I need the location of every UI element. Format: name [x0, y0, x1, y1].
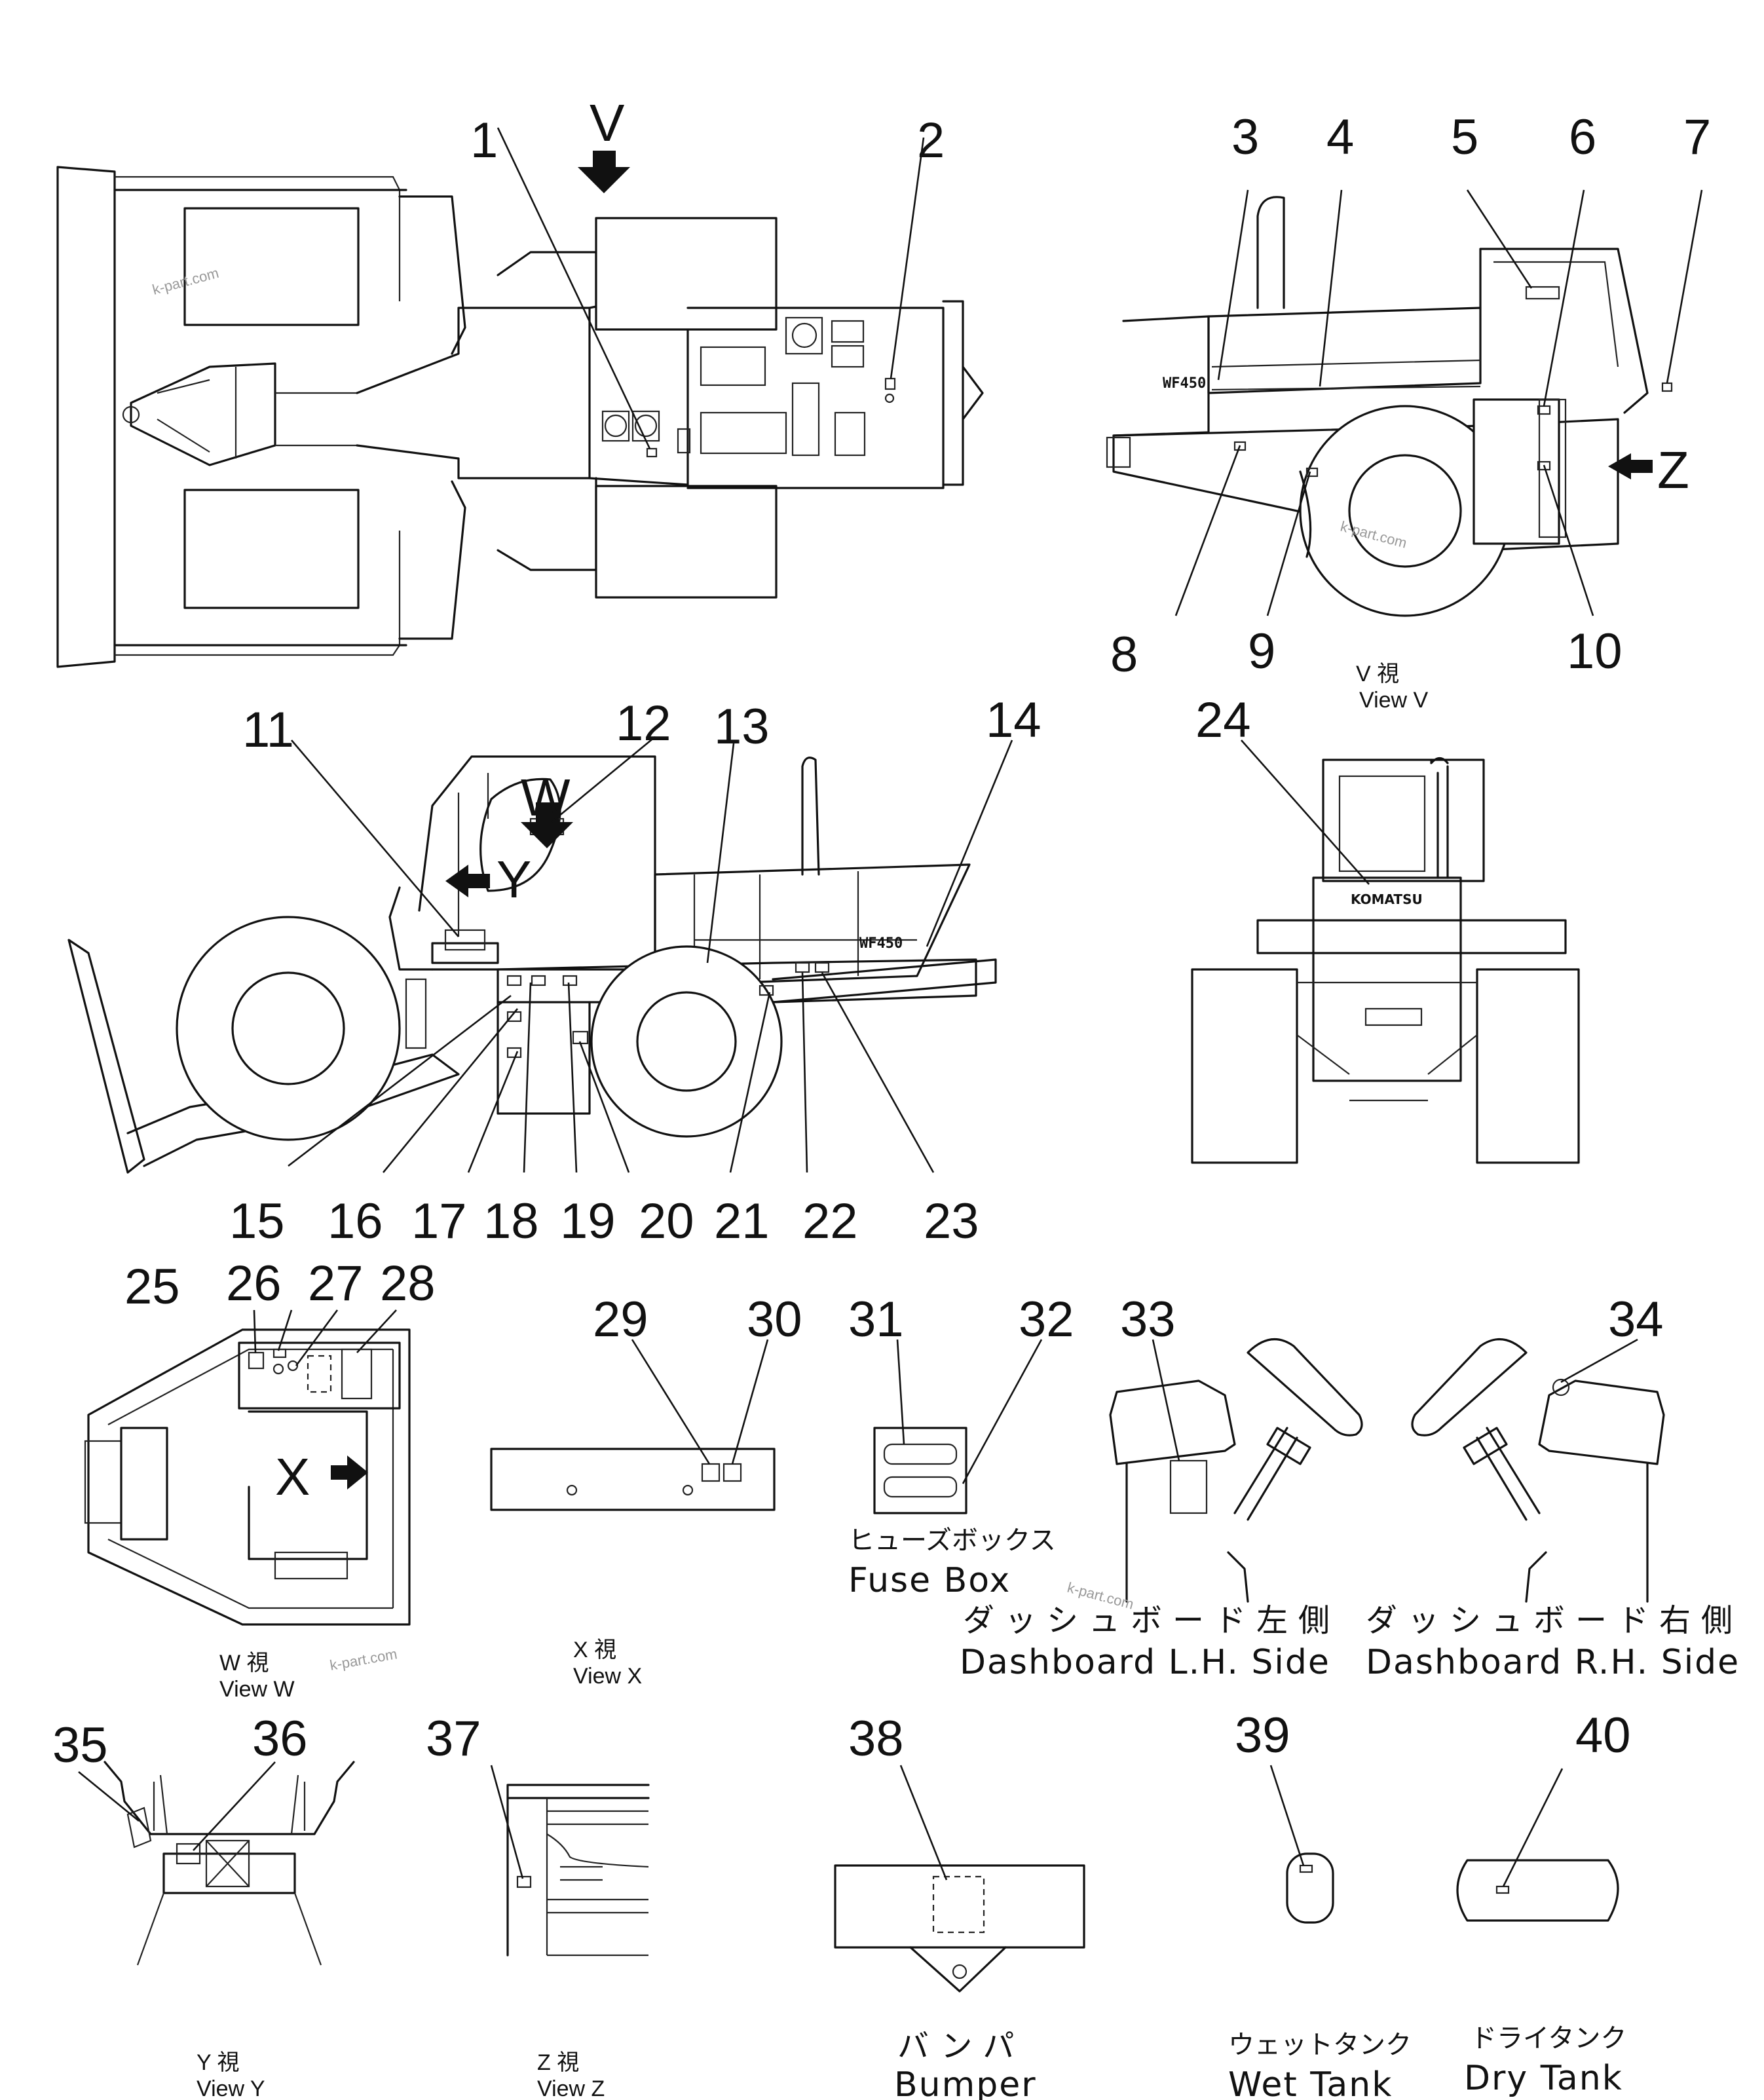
view-z-drawing: [490, 1765, 650, 1957]
callout-13: 13: [714, 699, 770, 755]
callout-11: 11: [242, 702, 294, 758]
callout-39: 39: [1235, 1708, 1290, 1763]
callout-32: 32: [1019, 1292, 1074, 1347]
view-v-drawing: WF450: [1106, 189, 1703, 617]
callout-34: 34: [1608, 1292, 1664, 1347]
dashboard-lh-label: Dashboard L.H. Side: [960, 1643, 1330, 1682]
callout-33: 33: [1120, 1292, 1176, 1347]
dashboard-lh-label-jp: ダッシュボード左側: [963, 1602, 1340, 1639]
fuse-box-label-jp: ヒューズボックス: [848, 1526, 1056, 1556]
callout-26: 26: [226, 1256, 282, 1311]
caption-view-z-mark: Z 視: [537, 2050, 579, 2075]
callout-35: 35: [52, 1717, 108, 1773]
callout-9: 9: [1248, 624, 1275, 679]
callout-38: 38: [848, 1711, 904, 1767]
front-view-drawing: KOMATSU: [1191, 740, 1580, 1164]
callout-1: 1: [470, 113, 498, 168]
dashboard-drawings: [1109, 1338, 1665, 1603]
view-captions: V 視 View V W 視 View W X 視 View X Y 視 Vie…: [197, 662, 1429, 2100]
caption-view-x: View X: [573, 1664, 642, 1689]
caption-view-w: View W: [219, 1677, 295, 1702]
caption-view-v-mark: V 視: [1356, 662, 1399, 686]
view-arrow-z-label: Z: [1657, 441, 1689, 499]
caption-view-z: View Z: [537, 2076, 605, 2100]
callout-25: 25: [124, 1259, 180, 1315]
caption-view-w-mark: W 視: [219, 1651, 269, 1676]
callout-6: 6: [1569, 109, 1596, 165]
bumper-drawing: [834, 1765, 1085, 1993]
caption-view-x-mark: X 視: [573, 1638, 616, 1662]
fuse-box-drawing: [873, 1339, 1043, 1514]
tank-drawings: [1269, 1765, 1619, 1924]
dashboard-rh-label: Dashboard R.H. Side: [1366, 1643, 1740, 1682]
model-decal-v: WF450: [1163, 375, 1206, 392]
callout-29: 29: [593, 1292, 648, 1347]
side-view-drawing: WF450: [67, 736, 1013, 1174]
view-arrow-y-label: Y: [497, 850, 531, 909]
callout-31: 31: [848, 1292, 904, 1347]
callout-10: 10: [1567, 624, 1623, 679]
callout-3: 3: [1231, 109, 1259, 165]
view-letters: V Z W Y X: [275, 94, 1689, 1506]
view-x-drawing: [490, 1339, 776, 1511]
dry-tank-label-jp: ドライタンク: [1471, 2023, 1626, 2053]
caption-view-y-mark: Y 視: [197, 2050, 240, 2075]
callout-20: 20: [639, 1193, 694, 1249]
callout-2: 2: [917, 113, 945, 168]
callout-8: 8: [1110, 627, 1138, 683]
view-w-drawing: [84, 1309, 411, 1626]
top-view-drawing: [56, 127, 984, 668]
watermark-3: k-part.com: [329, 1645, 399, 1674]
fuse-box-label: Fuse Box: [848, 1561, 1011, 1600]
callout-12: 12: [616, 696, 671, 751]
callout-17: 17: [411, 1193, 467, 1249]
callout-37: 37: [426, 1711, 481, 1767]
callout-19: 19: [560, 1193, 616, 1249]
callout-30: 30: [747, 1292, 802, 1347]
callout-22: 22: [802, 1193, 858, 1249]
dry-tank-label: Dry Tank: [1464, 2059, 1623, 2098]
callout-numbers: 1 2 3 4 5 6 7 8 9 10 11 12 13 14 15 16 1…: [52, 109, 1711, 1773]
caption-view-y: View Y: [197, 2076, 265, 2100]
dashboard-rh-label-jp: ダッシュボード右側: [1366, 1602, 1743, 1639]
callout-15: 15: [229, 1193, 285, 1249]
view-arrow-w-label: W: [521, 768, 571, 827]
wet-tank-label-jp: ウェットタンク: [1228, 2030, 1412, 2060]
view-y-drawing: [78, 1761, 355, 1966]
bumper-label-jp: バンパ: [897, 2028, 1024, 2065]
callout-7: 7: [1683, 109, 1711, 165]
callout-21: 21: [714, 1193, 770, 1249]
callout-14: 14: [986, 692, 1042, 748]
view-arrow-v-label: V: [590, 94, 625, 152]
bumper-label: Bumper: [894, 2065, 1037, 2100]
brand-decal-front: KOMATSU: [1351, 891, 1423, 907]
wet-tank-label: Wet Tank: [1228, 2065, 1393, 2100]
model-decal-side: WF450: [859, 935, 903, 952]
callout-4: 4: [1326, 109, 1354, 165]
view-arrow-x-label: X: [275, 1448, 310, 1506]
callout-36: 36: [252, 1711, 308, 1767]
callout-16: 16: [328, 1193, 383, 1249]
callout-27: 27: [308, 1256, 364, 1311]
callout-24: 24: [1195, 692, 1251, 748]
callout-28: 28: [380, 1256, 436, 1311]
callout-5: 5: [1451, 109, 1478, 165]
callout-18: 18: [483, 1193, 539, 1249]
callout-40: 40: [1575, 1708, 1631, 1763]
caption-view-v: View V: [1359, 688, 1429, 713]
callout-23: 23: [924, 1193, 979, 1249]
component-labels: ヒューズボックス Fuse Box ダッシュボード左側 Dashboard L.…: [848, 1526, 1743, 2100]
